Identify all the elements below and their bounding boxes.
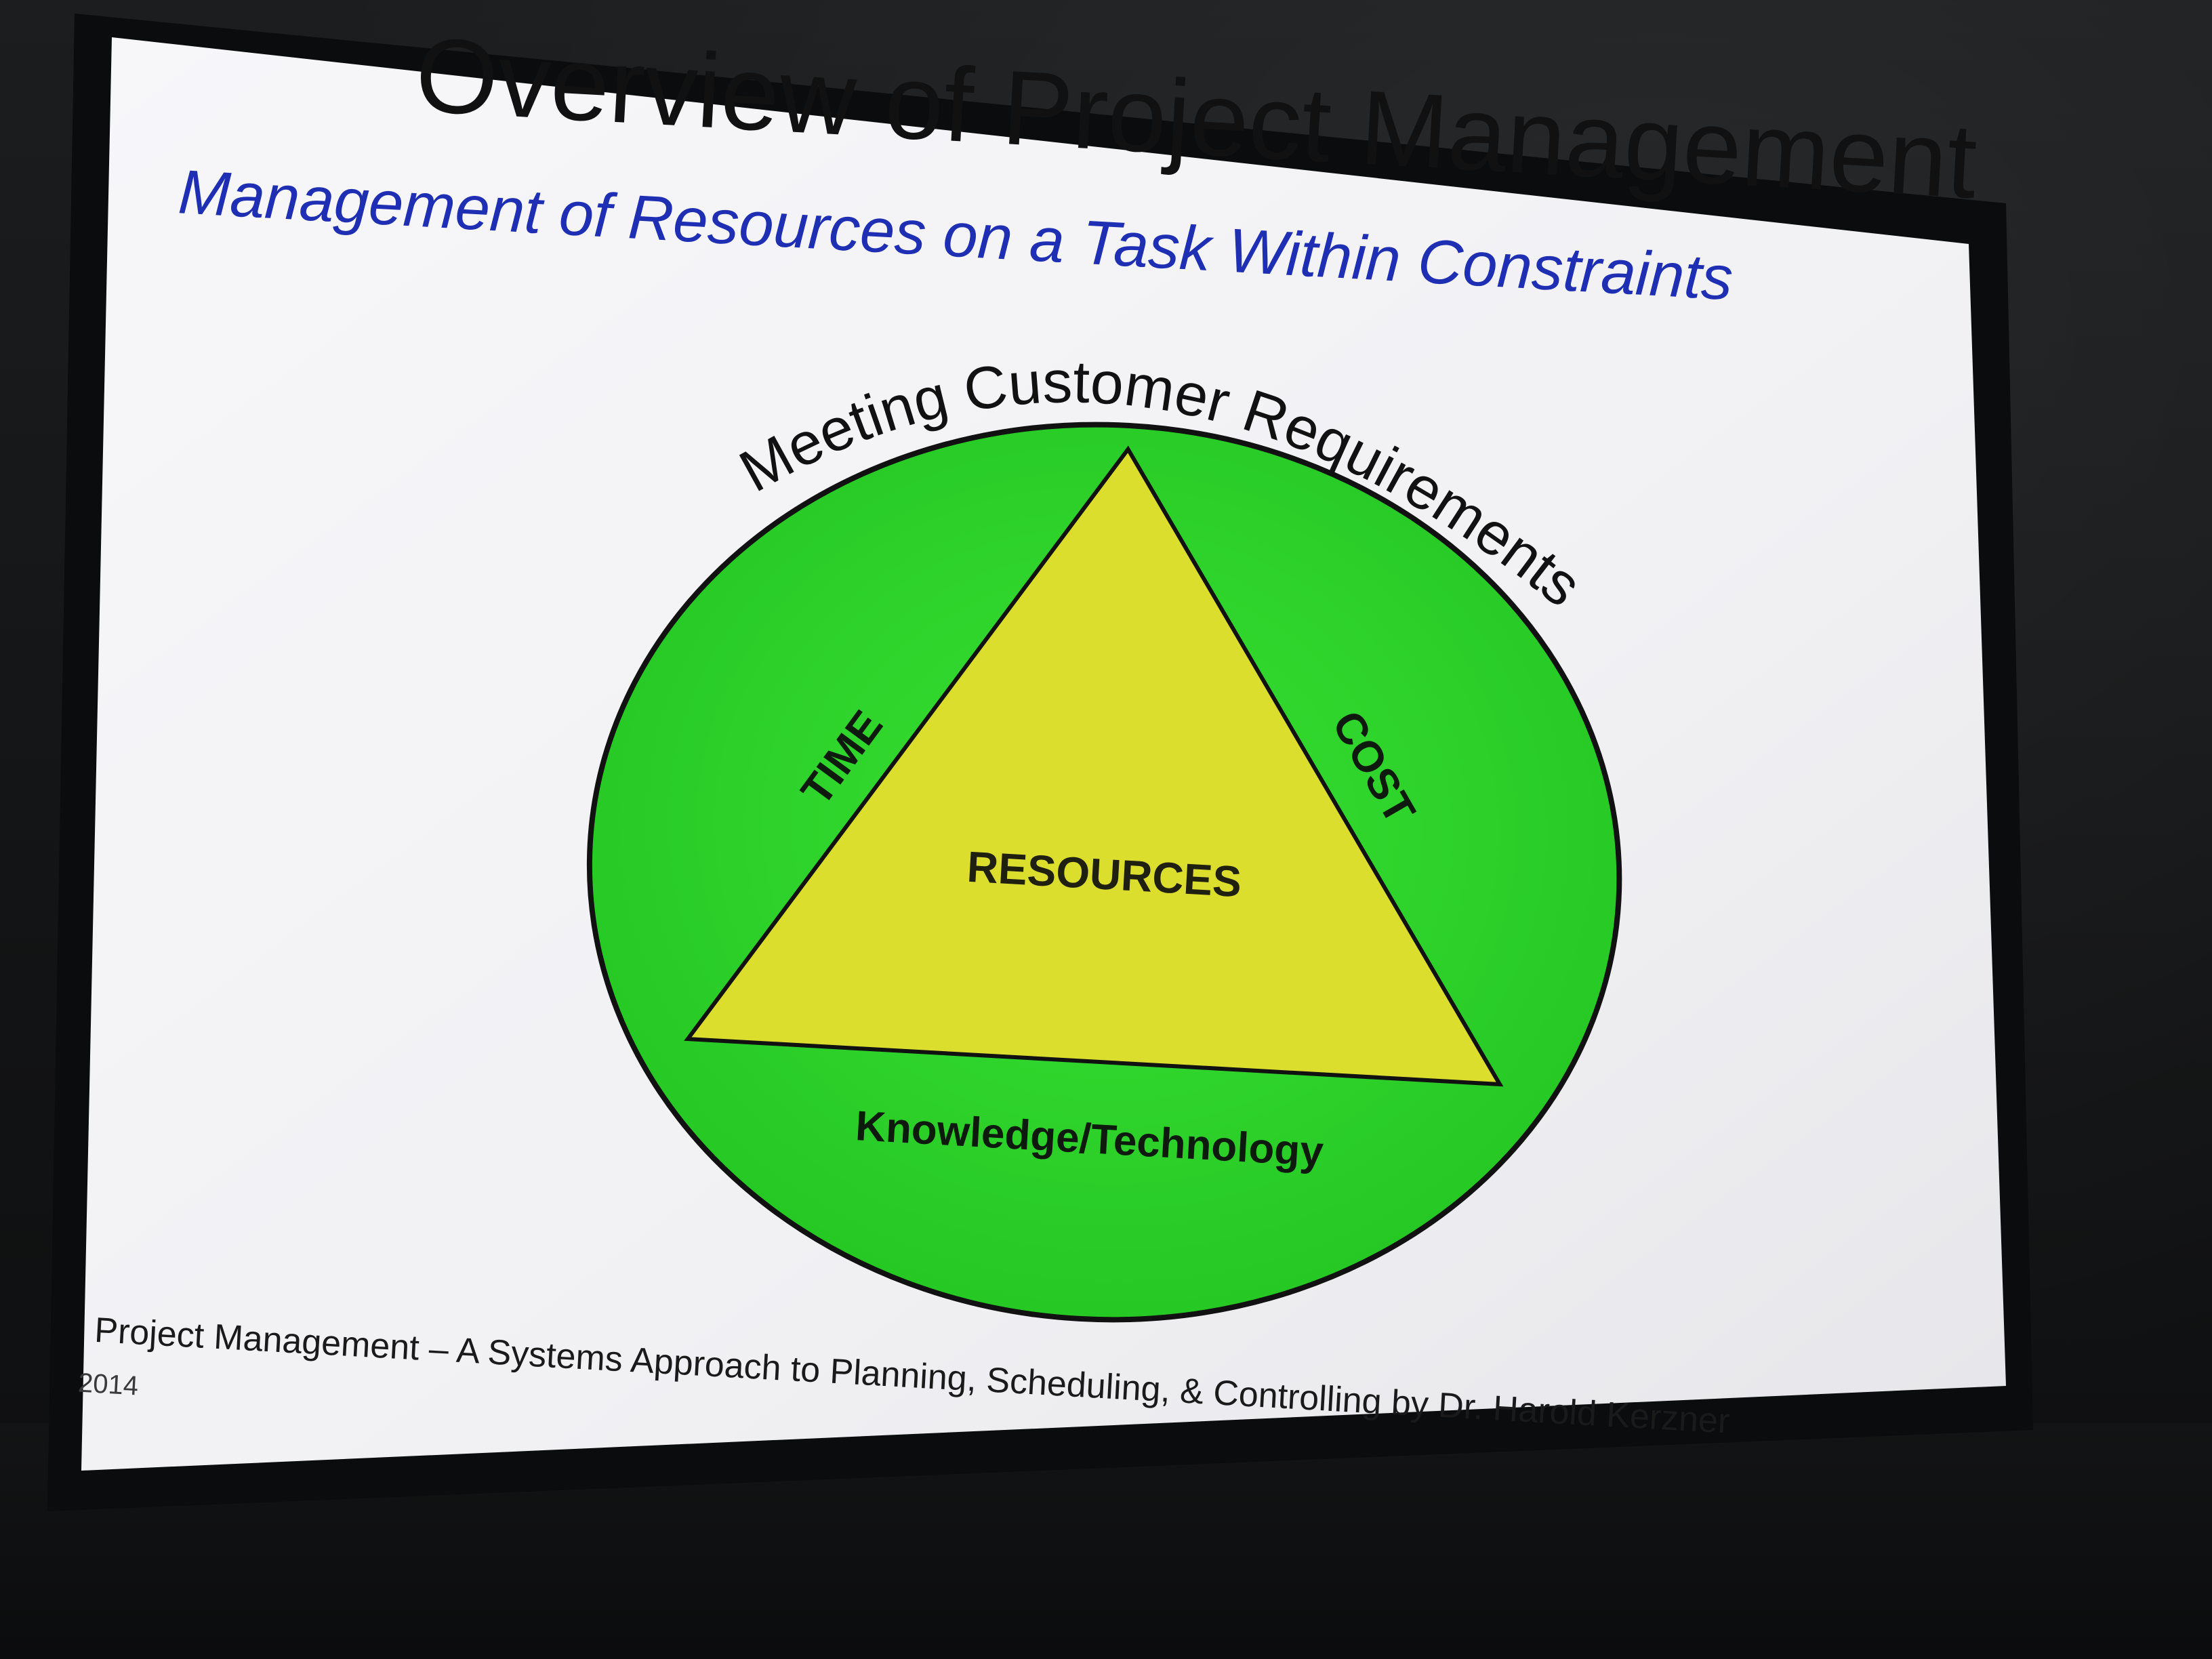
year-fragment: 2014 [77, 1368, 139, 1401]
triple-constraint-diagram: Meeting Customer Requirements TIME COST … [586, 328, 1622, 1323]
resources-triangle [684, 445, 1504, 1087]
